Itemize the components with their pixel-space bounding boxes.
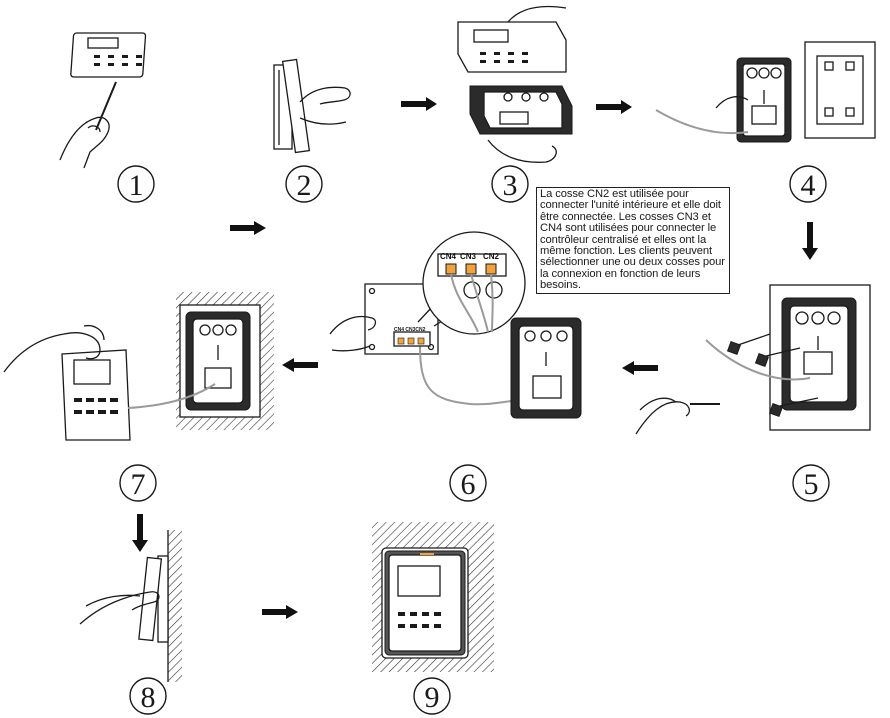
step-number-8: 8 <box>130 678 166 714</box>
step-number-3-text: 3 <box>503 169 518 202</box>
step-9-illustration <box>372 522 494 672</box>
arrow-right-icon <box>401 97 437 111</box>
step-3-illustration <box>458 7 572 163</box>
step-number-6: 6 <box>450 465 486 501</box>
step-number-2-text: 2 <box>297 169 312 202</box>
step-number-5: 5 <box>793 465 829 501</box>
step-number-3: 3 <box>492 166 528 202</box>
step-number-9: 9 <box>414 678 450 714</box>
step-4-illustration <box>656 42 875 142</box>
arrow-left-icon <box>282 358 318 372</box>
step-number-7: 7 <box>120 465 156 501</box>
step-number-9-text: 9 <box>425 681 440 714</box>
step-5-illustration <box>636 285 870 434</box>
step-number-5-text: 5 <box>804 468 819 501</box>
arrow-down-icon <box>132 514 148 552</box>
terminal-cn4-label: CN4 <box>440 252 457 261</box>
step-8-illustration <box>80 530 182 682</box>
arrow-right-icon <box>230 221 266 235</box>
step-2-illustration <box>274 59 350 152</box>
step-1-illustration <box>60 33 146 168</box>
step-number-2: 2 <box>286 166 322 202</box>
step-number-6-text: 6 <box>461 468 476 501</box>
arrow-right-icon <box>262 605 298 619</box>
step-number-1-text: 1 <box>129 169 144 202</box>
step-number-1: 1 <box>118 166 154 202</box>
step-number-4-text: 4 <box>801 169 816 202</box>
step-number-8-text: 8 <box>141 681 156 714</box>
arrow-right-icon <box>596 100 632 114</box>
terminal-note-callout: La cosse CN2 est utilisée pour connecter… <box>536 187 730 294</box>
step-7-illustration <box>4 292 274 440</box>
terminal-cn2-label: CN2 <box>483 252 500 261</box>
terminal-small-label: CN4 CN3CN2 <box>394 327 426 333</box>
terminal-cn3-label: CN3 <box>460 252 477 261</box>
step-number-7-text: 7 <box>131 468 146 501</box>
arrow-left-icon <box>622 361 658 375</box>
arrow-down-icon <box>802 222 818 260</box>
step-number-4: 4 <box>790 166 826 202</box>
